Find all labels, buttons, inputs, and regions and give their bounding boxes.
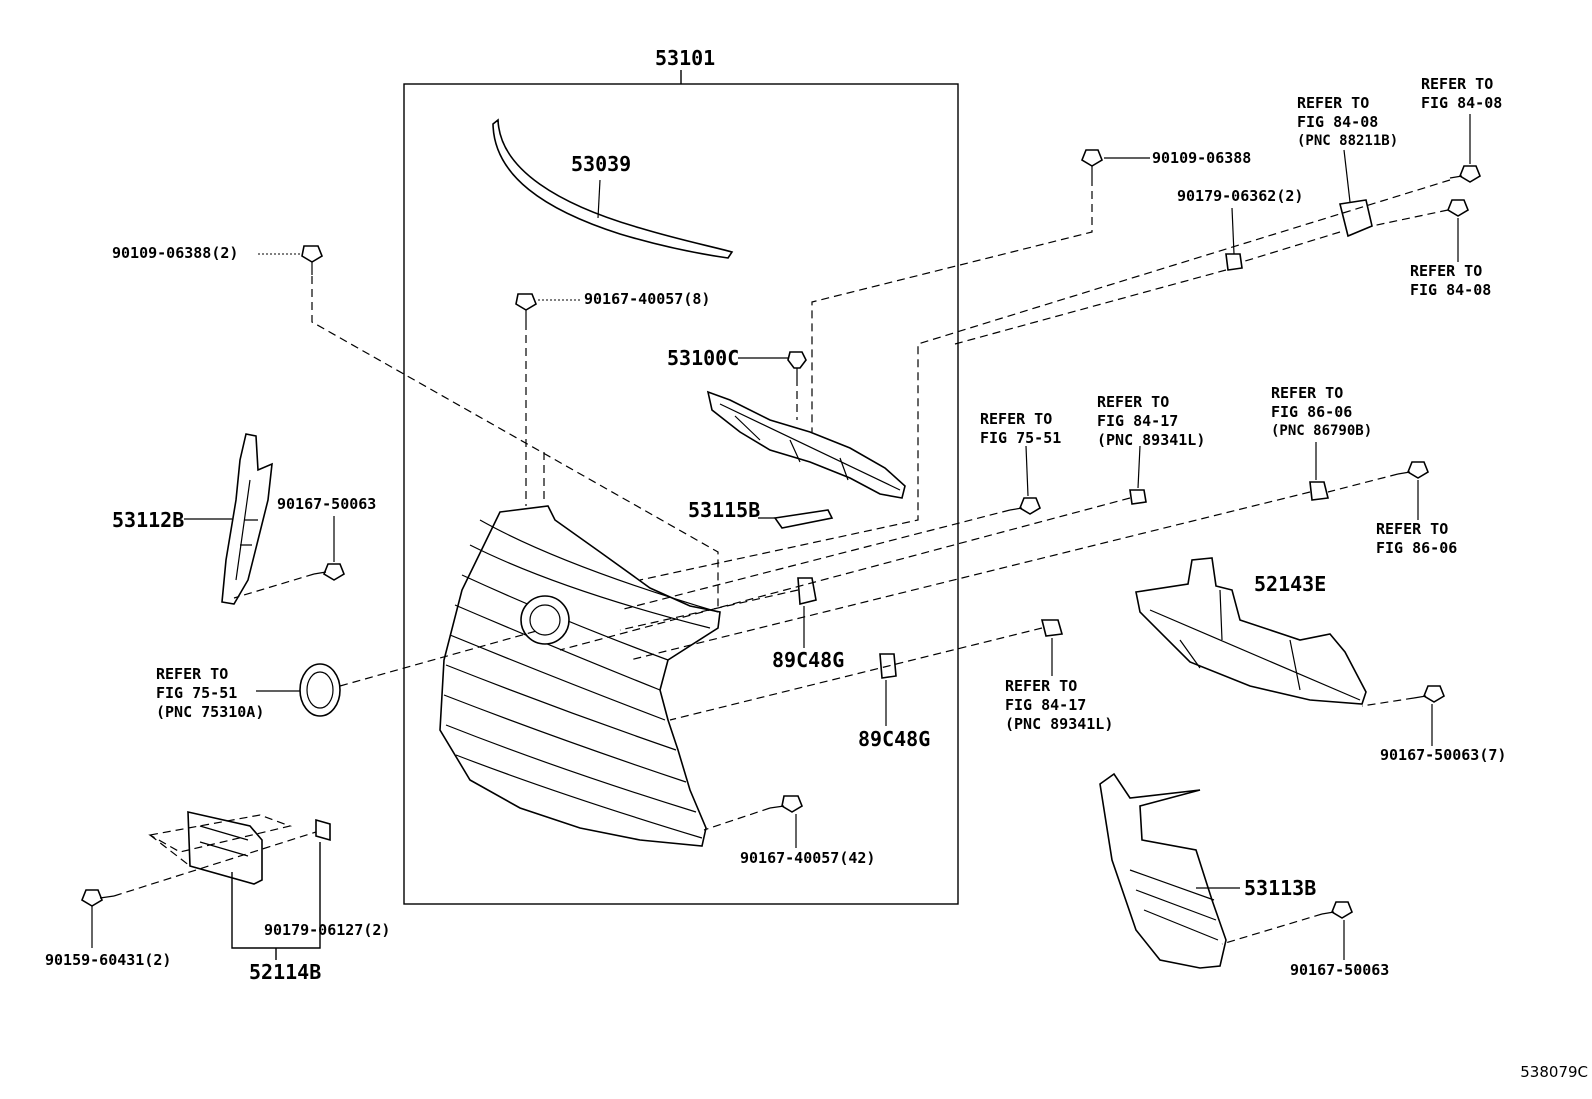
diagram-id: 538079C xyxy=(1520,1063,1588,1081)
leader-53039 xyxy=(597,179,601,219)
bolt-label-90109-06388-2: 90109-06388(2) xyxy=(112,244,239,262)
part-label-53113b: 53113B xyxy=(1244,876,1317,900)
refer-fig-84-17-a: REFER TO FIG 84-17 (PNC 89341L) xyxy=(1097,393,1206,449)
license-bracket-52114b xyxy=(187,810,263,885)
clip-90179-06127 xyxy=(315,818,331,842)
bolt-label-90167-40057-42: 90167-40057(42) xyxy=(740,849,876,867)
refer-fig-84-08-top: REFER TO FIG 84-08 xyxy=(1421,75,1503,112)
molding-53039 xyxy=(492,118,734,259)
part-label-53100c: 53100C xyxy=(667,346,740,370)
emblem xyxy=(299,663,341,717)
part-label-52143e: 52143E xyxy=(1254,572,1327,596)
bolt-label-90159-60431-2: 90159-60431(2) xyxy=(45,951,172,969)
side-trim-53112b xyxy=(221,433,273,605)
refer-fig-75-51-pnc-75310a: REFER TO FIG 75-51 (PNC 75310A) xyxy=(156,665,265,721)
solid-leaders xyxy=(91,114,1471,960)
part-label-53115b: 53115B xyxy=(688,498,761,522)
part-label-53039: 53039 xyxy=(571,152,632,176)
grille-53101 xyxy=(439,505,721,847)
side-trim-53113b xyxy=(1099,772,1227,969)
bolt-label-90109-06388: 90109-06388 xyxy=(1152,149,1252,167)
assembly-label-53101: 53101 xyxy=(655,46,716,70)
bolt-icons xyxy=(81,149,1481,919)
part-label-89c48g-b: 89C48G xyxy=(858,727,931,751)
refer-fig-86-06-pnc-86790b: REFER TO FIG 86-06 (PNC 86790B) xyxy=(1271,384,1373,439)
bolt-label-90167-40057-8: 90167-40057(8) xyxy=(584,290,711,308)
dashed-assembly-lines xyxy=(113,178,1451,945)
reinforcement-52143e xyxy=(1135,557,1367,705)
clip-53100c xyxy=(787,351,807,369)
refer-fig-84-08-mid: REFER TO FIG 84-08 xyxy=(1410,262,1492,299)
refer-fig-86-06: REFER TO FIG 86-06 xyxy=(1376,520,1458,557)
bolt-label-90167-50063-left: 90167-50063 xyxy=(277,495,377,513)
bolt-label-90167-50063-7: 90167-50063(7) xyxy=(1380,746,1507,764)
refer-fig-75-51: REFER TO FIG 75-51 xyxy=(980,410,1062,447)
refer-fig-84-17-b: REFER TO FIG 84-17 (PNC 89341L) xyxy=(1005,677,1114,733)
nut-label-90179-06362-2: 90179-06362(2) xyxy=(1177,187,1304,205)
plate-53115b xyxy=(773,509,834,529)
part-label-53112b: 53112B xyxy=(112,508,185,532)
part-label-52114b: 52114B xyxy=(249,960,322,984)
clip-label-90179-06127-2: 90179-06127(2) xyxy=(264,921,391,939)
refer-fig-84-08-pnc-88211b: REFER TO FIG 84-08 (PNC 88211B) xyxy=(1297,94,1399,149)
bolt-label-90167-50063-right: 90167-50063 xyxy=(1290,961,1390,979)
part-label-89c48g-a: 89C48G xyxy=(772,648,845,672)
